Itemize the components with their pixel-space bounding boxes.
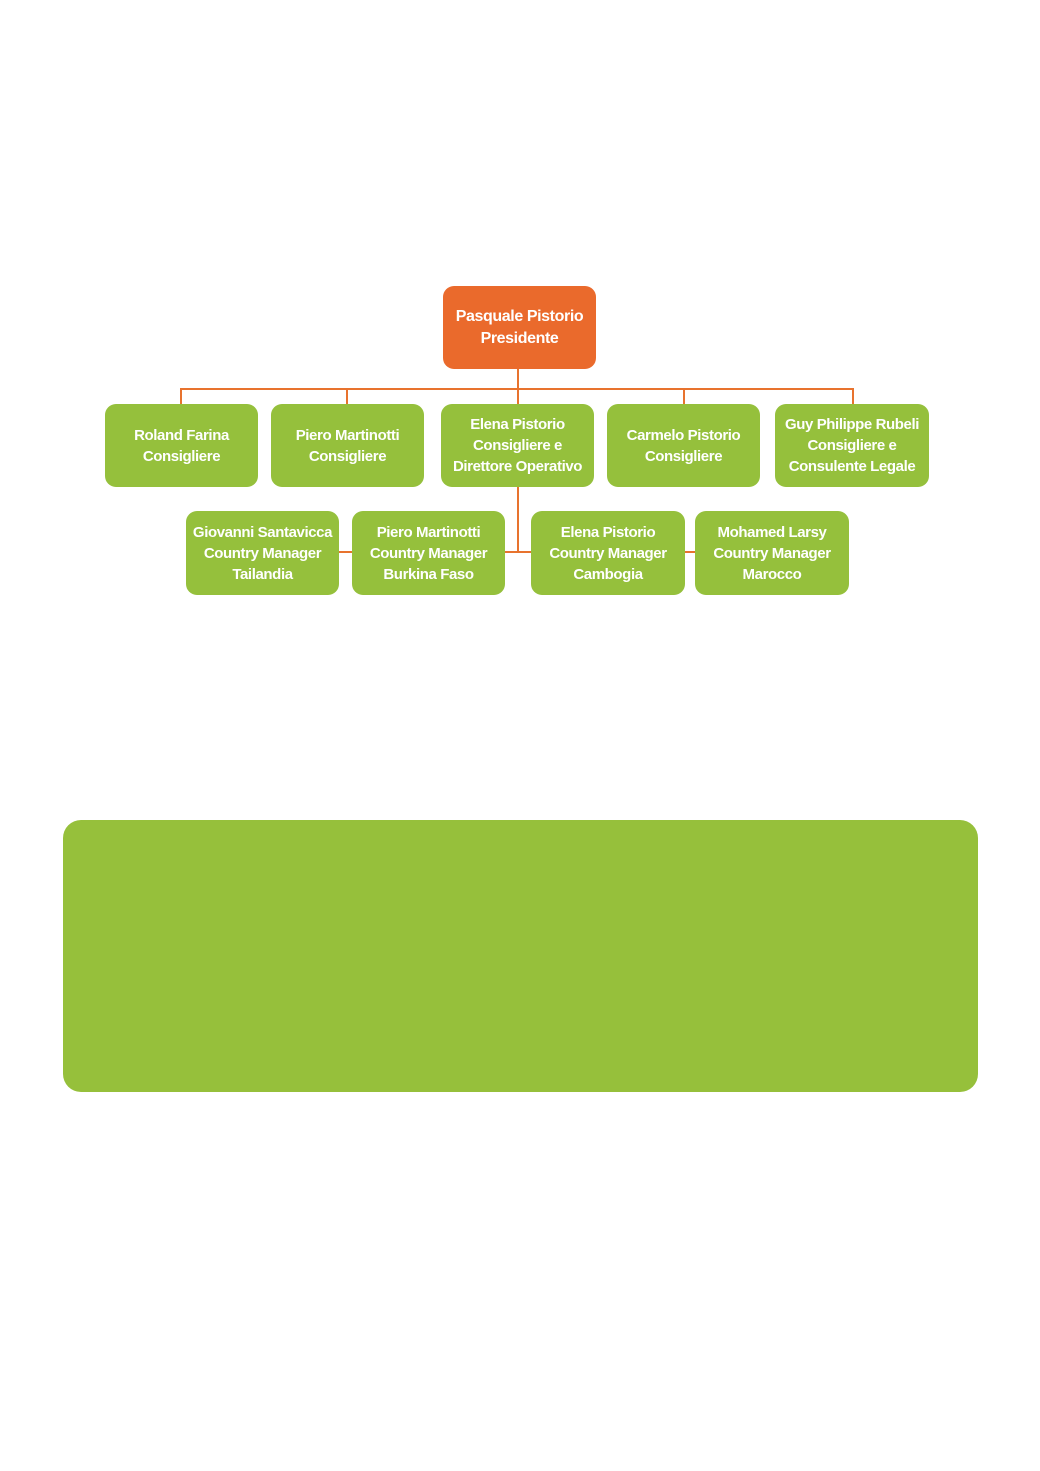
member-name: Roland Farina [134, 426, 229, 444]
node-board-member: Guy Philippe Rubeli Consigliere e Consul… [775, 404, 929, 487]
connector-board-drop-5 [852, 388, 854, 404]
node-board-member: Roland Farina Consigliere [105, 404, 258, 487]
manager-country: Marocco [742, 565, 802, 583]
node-country-manager: Giovanni Santavicca Country Manager Tail… [186, 511, 339, 595]
member-role: Consigliere [142, 447, 221, 465]
member-role: Consigliere [308, 447, 387, 465]
connector-operations-down [517, 487, 519, 552]
member-name: Guy Philippe Rubeli [784, 416, 920, 433]
member-role: Consigliere [644, 447, 723, 465]
node-country-manager: Elena Pistorio Country Manager Cambogia [531, 511, 685, 595]
org-chart: Pasquale Pistorio Presidente Roland Fari… [0, 0, 1040, 620]
member-role-secondary: Direttore Operativo [452, 458, 583, 475]
manager-role: Country Manager [713, 544, 831, 562]
manager-country: Cambogia [573, 565, 643, 583]
connector-board-drop-1 [180, 388, 182, 404]
manager-name: Mohamed Larsy [717, 523, 827, 541]
member-role-secondary: Consulente Legale [788, 458, 916, 475]
node-country-manager: Mohamed Larsy Country Manager Marocco [695, 511, 849, 595]
manager-name: Elena Pistorio [560, 523, 656, 541]
manager-role: Country Manager [203, 544, 322, 562]
connector-managers-horizontal [338, 551, 696, 553]
member-name: Carmelo Pistorio [626, 426, 741, 444]
connector-board-drop-2 [346, 388, 348, 404]
member-name: Piero Martinotti [295, 426, 400, 444]
connector-president-down [517, 369, 519, 390]
president-role: Presidente [480, 329, 559, 347]
member-role: Consigliere e [807, 437, 897, 454]
node-president: Pasquale Pistorio Presidente [443, 286, 596, 369]
president-name: Pasquale Pistorio [455, 307, 584, 325]
node-country-manager: Piero Martinotti Country Manager Burkina… [352, 511, 505, 595]
manager-role: Country Manager [369, 544, 488, 562]
manager-name: Piero Martinotti [376, 523, 481, 541]
manager-country: Tailandia [232, 565, 293, 583]
manager-role: Country Manager [549, 544, 667, 562]
member-role: Consigliere e [473, 437, 562, 454]
connector-board-drop-3 [517, 388, 519, 404]
node-board-member: Piero Martinotti Consigliere [271, 404, 424, 487]
manager-country: Burkina Faso [383, 565, 474, 583]
connector-board-drop-4 [683, 388, 685, 404]
green-info-panel [63, 820, 978, 1092]
node-board-member: Carmelo Pistorio Consigliere [607, 404, 760, 487]
node-board-member: Elena Pistorio Consigliere e Direttore O… [441, 404, 594, 487]
manager-name: Giovanni Santavicca [192, 523, 333, 541]
member-name: Elena Pistorio [470, 416, 565, 433]
